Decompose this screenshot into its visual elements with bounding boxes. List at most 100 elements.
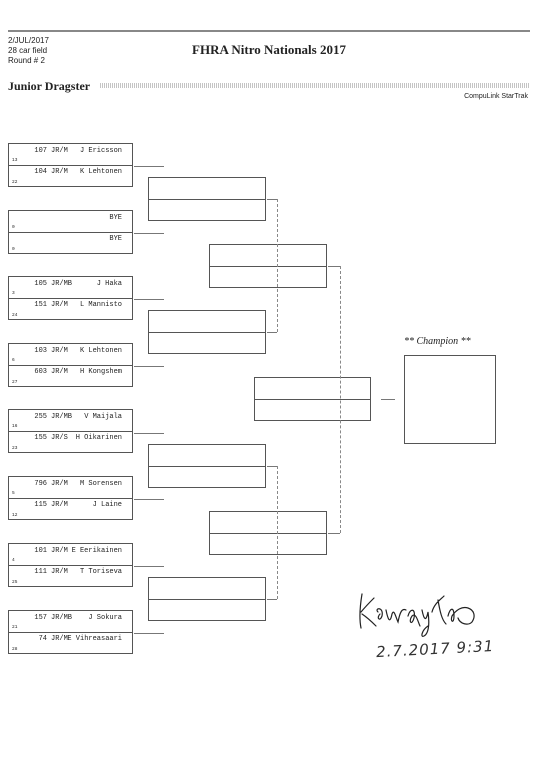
driver-name: K Lehtonen (79, 347, 122, 355)
car-class: JR/MB (51, 614, 73, 622)
driver-name: M Sorensen (79, 480, 122, 488)
quarterfinal-box-4 (148, 577, 266, 621)
bracket-connector (328, 533, 340, 534)
car-number: 255 (34, 413, 47, 421)
bracket-connector (134, 566, 164, 567)
car-class: JR/M (51, 547, 68, 555)
champion-box (404, 355, 496, 444)
class-name: Junior Dragster (8, 79, 91, 93)
bracket-connector (134, 233, 164, 234)
seed-number: 24 (12, 313, 18, 318)
seed-number: 0 (12, 247, 15, 252)
car-number: 603 (34, 368, 47, 376)
car-number: 151 (34, 301, 47, 309)
car-class: JR/M (51, 147, 68, 155)
seed-number: 27 (12, 380, 18, 385)
field-size: 28 car field (8, 46, 48, 55)
driver-name: H Kongshem (79, 368, 122, 376)
seed-number: 25 (12, 580, 18, 585)
round-label: Round # 2 (8, 56, 45, 65)
bracket-connector (134, 433, 164, 434)
driver-name: V Maijala (84, 413, 122, 421)
page-title: FHRA Nitro Nationals 2017 (192, 42, 346, 57)
seed-number: 21 (12, 625, 18, 630)
car-number: 796 (34, 480, 47, 488)
semifinal-box-1 (209, 244, 327, 288)
timing-system: CompuLink StarTrak (464, 93, 528, 100)
header-dotted-rule (100, 83, 530, 88)
seed-number: 16 (12, 424, 18, 429)
bracket-connector (277, 199, 278, 332)
car-class: JR/M (51, 347, 68, 355)
car-number: 104 (34, 168, 47, 176)
car-class: JR/M (51, 568, 68, 576)
seed-number: 13 (12, 158, 18, 163)
car-number: 115 (34, 501, 47, 509)
header-meta: 2/JUL/2017 28 car field Round # 2 (8, 36, 49, 66)
car-number: 105 (34, 280, 47, 288)
bracket-connector (267, 332, 277, 333)
semifinal-box-2 (209, 511, 327, 555)
quarterfinal-box-1 (148, 177, 266, 221)
bracket-connector (134, 299, 164, 300)
car-class: JR/M (51, 501, 68, 509)
final-box (254, 377, 371, 421)
car-number: 74 (38, 635, 47, 643)
seed-number: 3 (12, 291, 15, 296)
driver-name: J Ericsson (79, 147, 122, 155)
car-class: JR/M (51, 635, 68, 643)
driver-name: J Haka (96, 280, 122, 288)
bracket-connector (267, 466, 277, 467)
car-class: JR/M (51, 368, 68, 376)
seed-number: 4 (12, 558, 15, 563)
seed-number: 23 (12, 446, 18, 451)
car-number: 157 (34, 614, 47, 622)
bracket-connector (134, 166, 164, 167)
bracket-connector (328, 266, 340, 267)
driver-name: E Vihreasaari (67, 635, 122, 643)
car-class: JR/MB (51, 413, 73, 421)
seed-number: 6 (12, 358, 15, 363)
driver-name: BYE (109, 235, 122, 243)
driver-name: BYE (109, 214, 122, 222)
car-class: JR/M (51, 301, 68, 309)
car-class: JR/MB (51, 280, 73, 288)
driver-name: T Toriseva (79, 568, 122, 576)
seed-number: 12 (12, 513, 18, 518)
driver-name: L Mannisto (79, 301, 122, 309)
driver-name: K Lehtonen (79, 168, 122, 176)
driver-name: J Laine (92, 501, 122, 509)
bracket-connector (381, 399, 395, 400)
bracket-connector (134, 499, 164, 500)
bracket-connector (134, 366, 164, 367)
event-date: 2/JUL/2017 (8, 36, 49, 45)
driver-name: H Oikarinen (75, 434, 122, 442)
champion-label: ** Champion ** (404, 336, 471, 347)
bracket-connector (277, 466, 278, 599)
entry-pair: 105 JR/MB J Haka 151 JR/M L Mannisto 3 24 (8, 276, 133, 320)
handwritten-signature (359, 593, 475, 637)
car-class: JR/M (51, 168, 68, 176)
header-rule (8, 30, 530, 32)
bracket-connector (267, 599, 277, 600)
car-number: 101 (34, 547, 47, 555)
bracket-connector (267, 199, 277, 200)
quarterfinal-box-3 (148, 444, 266, 488)
bracket-connector (134, 633, 164, 634)
car-number: 155 (34, 434, 47, 442)
quarterfinal-box-2 (148, 310, 266, 354)
car-number: 111 (34, 568, 47, 576)
seed-number: 0 (12, 225, 15, 230)
car-number: 107 (34, 147, 47, 155)
driver-name: J Sokura (88, 614, 122, 622)
car-number: 103 (34, 347, 47, 355)
car-class: JR/M (51, 480, 68, 488)
seed-number: 28 (12, 647, 18, 652)
seed-number: 22 (12, 180, 18, 185)
